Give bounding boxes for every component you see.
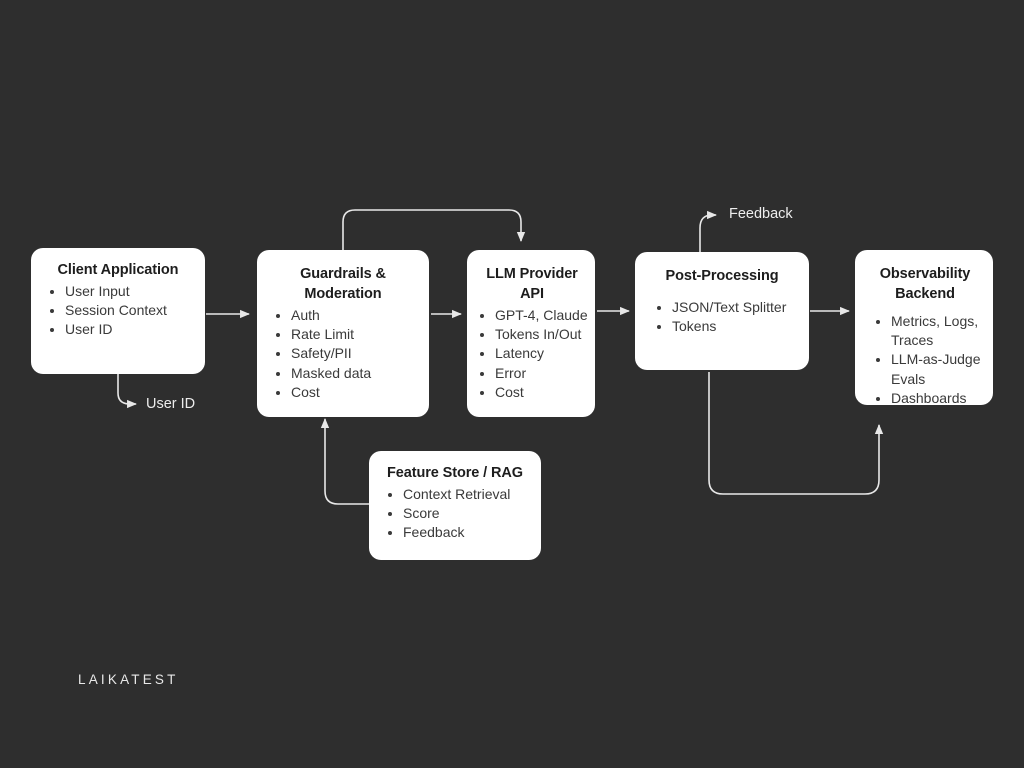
list-item: Dashboards <box>891 389 987 408</box>
list-item: LLM-as-Judge Evals <box>891 350 987 388</box>
list-item: Rate Limit <box>291 325 417 344</box>
edge-featurestore-to-guardrails <box>320 418 369 505</box>
node-post-processing[interactable]: Post-Processing JSON/Text Splitter Token… <box>635 252 809 370</box>
node-guardrails-moderation[interactable]: Guardrails & Moderation Auth Rate Limit … <box>257 250 429 417</box>
node-title: Post-Processing <box>665 268 779 284</box>
list-item: Tokens <box>672 317 797 336</box>
list-item: Error <box>495 364 589 383</box>
list-item: User ID <box>65 320 193 339</box>
node-title: Client Application <box>57 262 179 278</box>
list-item: Latency <box>495 344 589 363</box>
list-item: GPT-4, Claude <box>495 306 589 325</box>
list-item: Score <box>403 504 529 523</box>
watermark: LAIKATEST <box>78 672 179 687</box>
node-title: Guardrails & Moderation <box>300 266 386 302</box>
node-observability-backend[interactable]: Observability Backend Metrics, Logs, Tra… <box>855 250 993 408</box>
node-item-list: Auth Rate Limit Safety/PII Masked data C… <box>269 306 417 402</box>
node-item-list: GPT-4, Claude Tokens In/Out Latency Erro… <box>475 306 589 402</box>
node-title: Feature Store / RAG <box>387 465 523 481</box>
node-title: LLM Provider API <box>486 266 578 302</box>
node-item-list: Metrics, Logs, Traces LLM-as-Judge Evals… <box>863 312 987 408</box>
node-item-list: Context Retrieval Score Feedback <box>381 485 529 543</box>
list-item: Masked data <box>291 364 417 383</box>
edge-client-to-user-id-label <box>117 373 137 409</box>
edge-guardrails-over-top-to-llm <box>342 209 526 250</box>
list-item: Tokens In/Out <box>495 325 589 344</box>
edge-label-user-id: User ID <box>146 396 196 412</box>
list-item: JSON/Text Splitter <box>672 298 797 317</box>
node-title: Observability Backend <box>879 266 971 302</box>
list-item: Cost <box>291 383 417 402</box>
list-item: Feedback <box>403 523 529 542</box>
node-item-list: User Input Session Context User ID <box>43 282 193 340</box>
node-client-application[interactable]: Client Application User Input Session Co… <box>31 248 205 374</box>
node-item-list: JSON/Text Splitter Tokens <box>647 298 797 336</box>
list-item: Metrics, Logs, Traces <box>891 312 987 350</box>
node-llm-provider-api[interactable]: LLM Provider API GPT-4, Claude Tokens In… <box>467 250 595 417</box>
list-item: User Input <box>65 282 193 301</box>
list-item: Context Retrieval <box>403 485 529 504</box>
edge-postprocessing-under-to-observability <box>708 372 884 495</box>
list-item: Auth <box>291 306 417 325</box>
list-item: Cost <box>495 383 589 402</box>
list-item: Session Context <box>65 301 193 320</box>
list-item: Safety/PII <box>291 344 417 363</box>
edge-label-feedback: Feedback <box>729 206 793 222</box>
node-feature-store-rag[interactable]: Feature Store / RAG Context Retrieval Sc… <box>369 451 541 560</box>
